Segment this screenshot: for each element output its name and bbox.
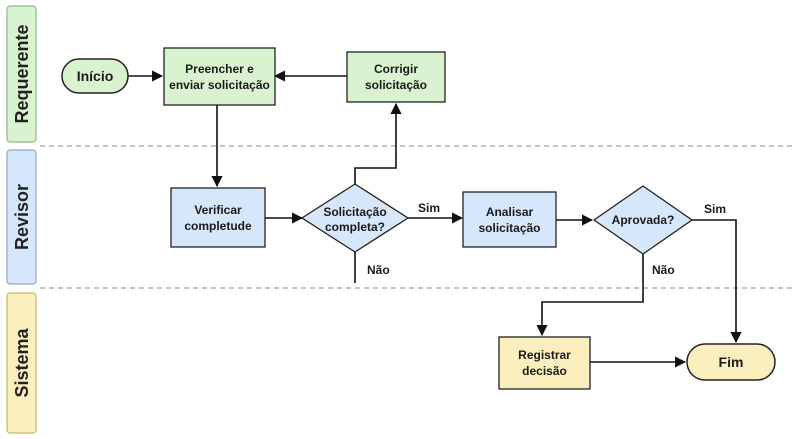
node-preencher-line2: enviar solicitação bbox=[169, 78, 270, 92]
edge-aprovada-fim bbox=[690, 219, 742, 344]
node-completa: Solicitação completa? bbox=[300, 183, 410, 253]
label-aprovada-nao: Não bbox=[652, 263, 675, 277]
node-inicio: Início bbox=[61, 58, 129, 94]
lane-header-requerente bbox=[6, 5, 37, 143]
node-fim-label: Fim bbox=[719, 354, 744, 370]
node-completa-line1: Solicitação bbox=[323, 205, 386, 219]
node-aprovada: Aprovada? bbox=[592, 185, 694, 255]
node-registrar-line2: decisão bbox=[522, 364, 567, 378]
node-registrar: Registrar decisão bbox=[498, 336, 591, 390]
lane-label-revisor: Revisor bbox=[12, 184, 32, 250]
node-analisar-line2: solicitação bbox=[478, 221, 540, 235]
node-verificar: Verificar completude bbox=[170, 187, 266, 248]
node-corrigir-line2: solicitação bbox=[365, 78, 427, 92]
node-registrar-line1: Registrar bbox=[518, 348, 571, 362]
node-completa-line2: completa? bbox=[325, 220, 385, 234]
label-aprovada-sim: Sim bbox=[704, 202, 726, 216]
node-inicio-label: Início bbox=[77, 68, 114, 84]
node-corrigir-line1: Corrigir bbox=[374, 62, 418, 76]
lane-revisor: Revisor bbox=[6, 149, 37, 285]
lane-header-revisor bbox=[6, 149, 37, 285]
node-corrigir: Corrigir solicitação bbox=[346, 51, 446, 103]
lane-label-requerente: Requerente bbox=[12, 24, 32, 123]
node-preencher-line1: Preencher e bbox=[185, 62, 254, 76]
edge-aprovada-registrar bbox=[536, 254, 644, 337]
node-verificar-line2: completude bbox=[184, 219, 252, 233]
node-aprovada-label: Aprovada? bbox=[612, 213, 675, 227]
node-analisar-line1: Analisar bbox=[486, 205, 534, 219]
lane-requerente: Requerente bbox=[6, 5, 37, 143]
label-completa-sim: Sim bbox=[418, 201, 440, 215]
node-preencher: Preencher e enviar solicitação bbox=[163, 47, 276, 106]
lane-sistema: Sistema bbox=[6, 292, 37, 434]
lane-header-sistema bbox=[6, 292, 37, 434]
node-fim: Fim bbox=[686, 343, 776, 381]
node-analisar: Analisar solicitação bbox=[462, 191, 557, 248]
label-completa-nao: Não bbox=[367, 263, 390, 277]
lane-label-sistema: Sistema bbox=[12, 327, 32, 397]
node-verificar-line1: Verificar bbox=[194, 203, 242, 217]
edge-completa-corrigir bbox=[354, 102, 402, 186]
